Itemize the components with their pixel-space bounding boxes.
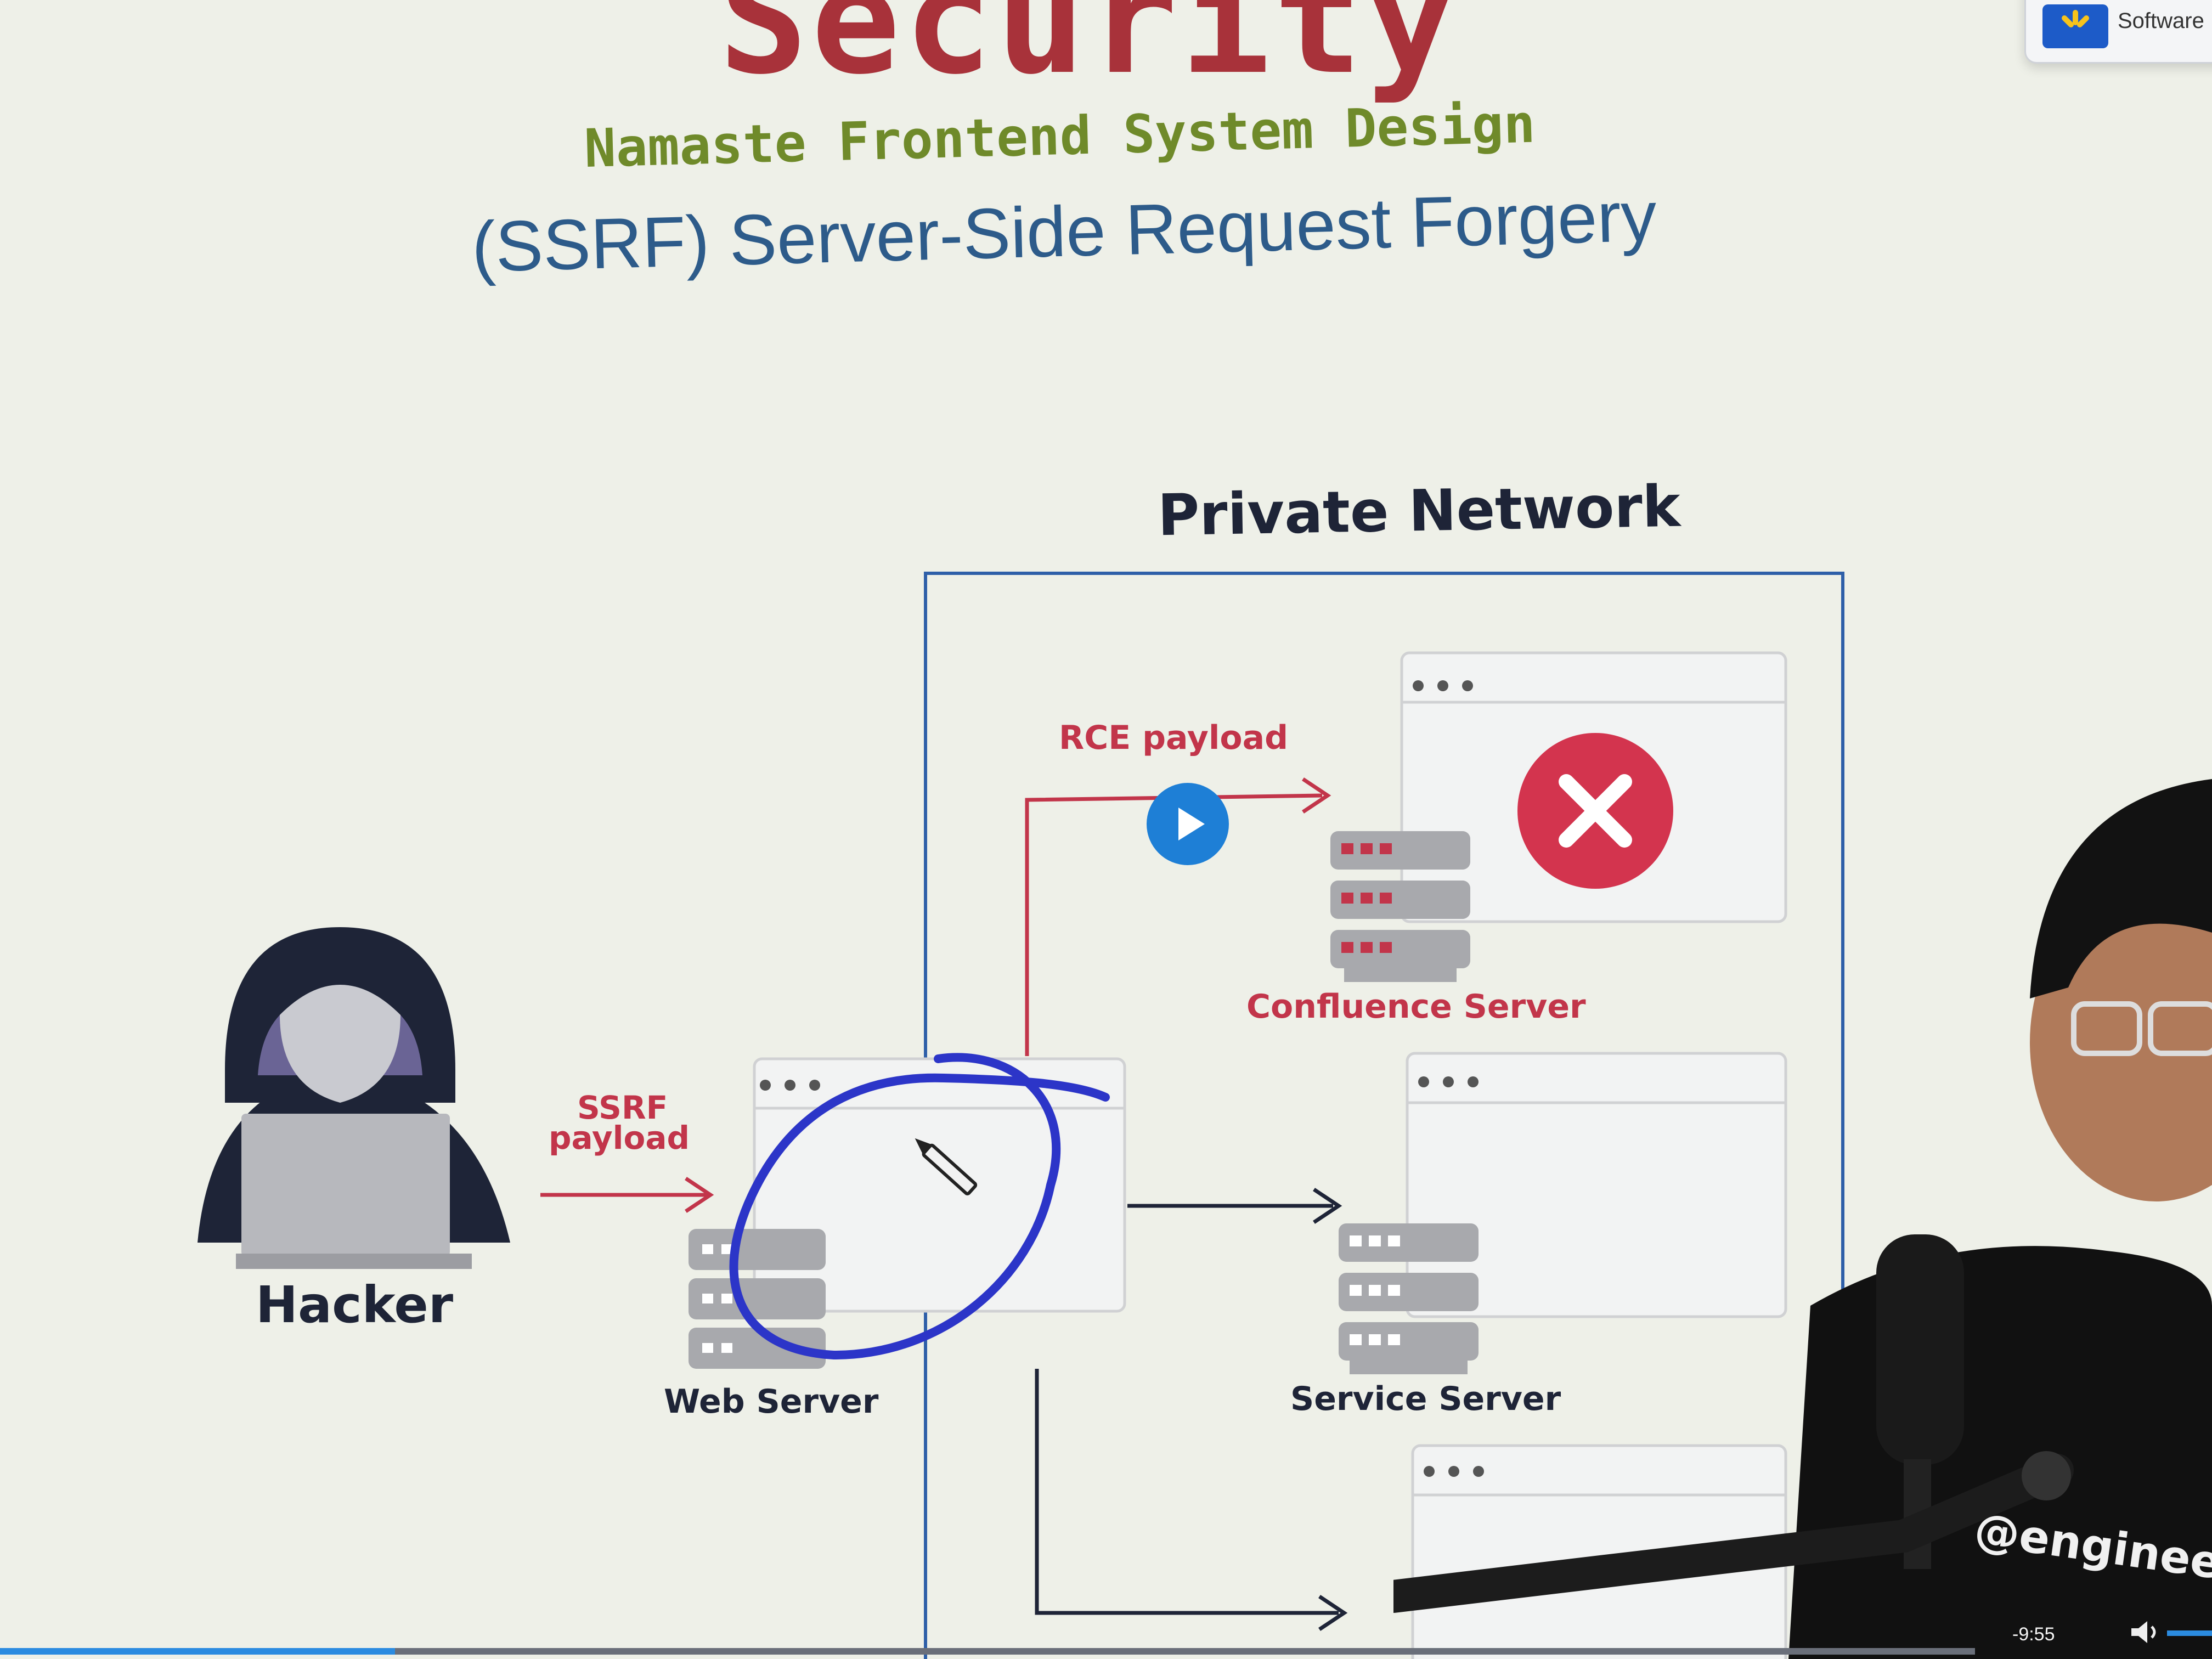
hacker-label: Hacker <box>256 1276 454 1334</box>
video-time-remaining: -9:55 <box>2012 1624 2055 1645</box>
web-server-label: Web Server <box>664 1383 879 1421</box>
ssrf-payload-label-line2: payload <box>549 1119 690 1156</box>
service-server-label: Service Server <box>1290 1380 1561 1418</box>
annotation-circle <box>729 1053 1110 1360</box>
video-progress-fill <box>0 1648 395 1655</box>
service-server-window <box>1406 1052 1787 1318</box>
walmart-spark-icon <box>2042 4 2108 48</box>
confluence-server-label: Confluence Server <box>1246 988 1586 1026</box>
rce-payload-label: RCE payload <box>1059 719 1289 757</box>
corner-notification[interactable] <box>2024 0 2212 64</box>
pen-cursor-icon <box>915 1138 978 1195</box>
service-server-rack-icon <box>1339 1223 1479 1374</box>
hooded-hacker-icon <box>198 927 510 1269</box>
corner-notification-text: Software <box>2118 9 2204 33</box>
video-progress-track[interactable] <box>0 1648 1975 1655</box>
private-network-label: Private Network <box>1157 472 1681 549</box>
ssrf-payload-label-line1: SSRF <box>577 1089 668 1126</box>
play-button[interactable] <box>1147 783 1229 865</box>
web-server-rack-icon <box>689 1229 826 1369</box>
confluence-server-rack-icon <box>1330 831 1470 982</box>
speaker-icon[interactable] <box>2129 1618 2162 1646</box>
slide-title: Security <box>719 0 1459 107</box>
x-circle-icon <box>1517 733 1673 889</box>
presenter-webcam <box>1393 779 2212 1659</box>
web-server-window <box>753 1057 1126 1313</box>
volume-slider[interactable] <box>2167 1630 2212 1636</box>
